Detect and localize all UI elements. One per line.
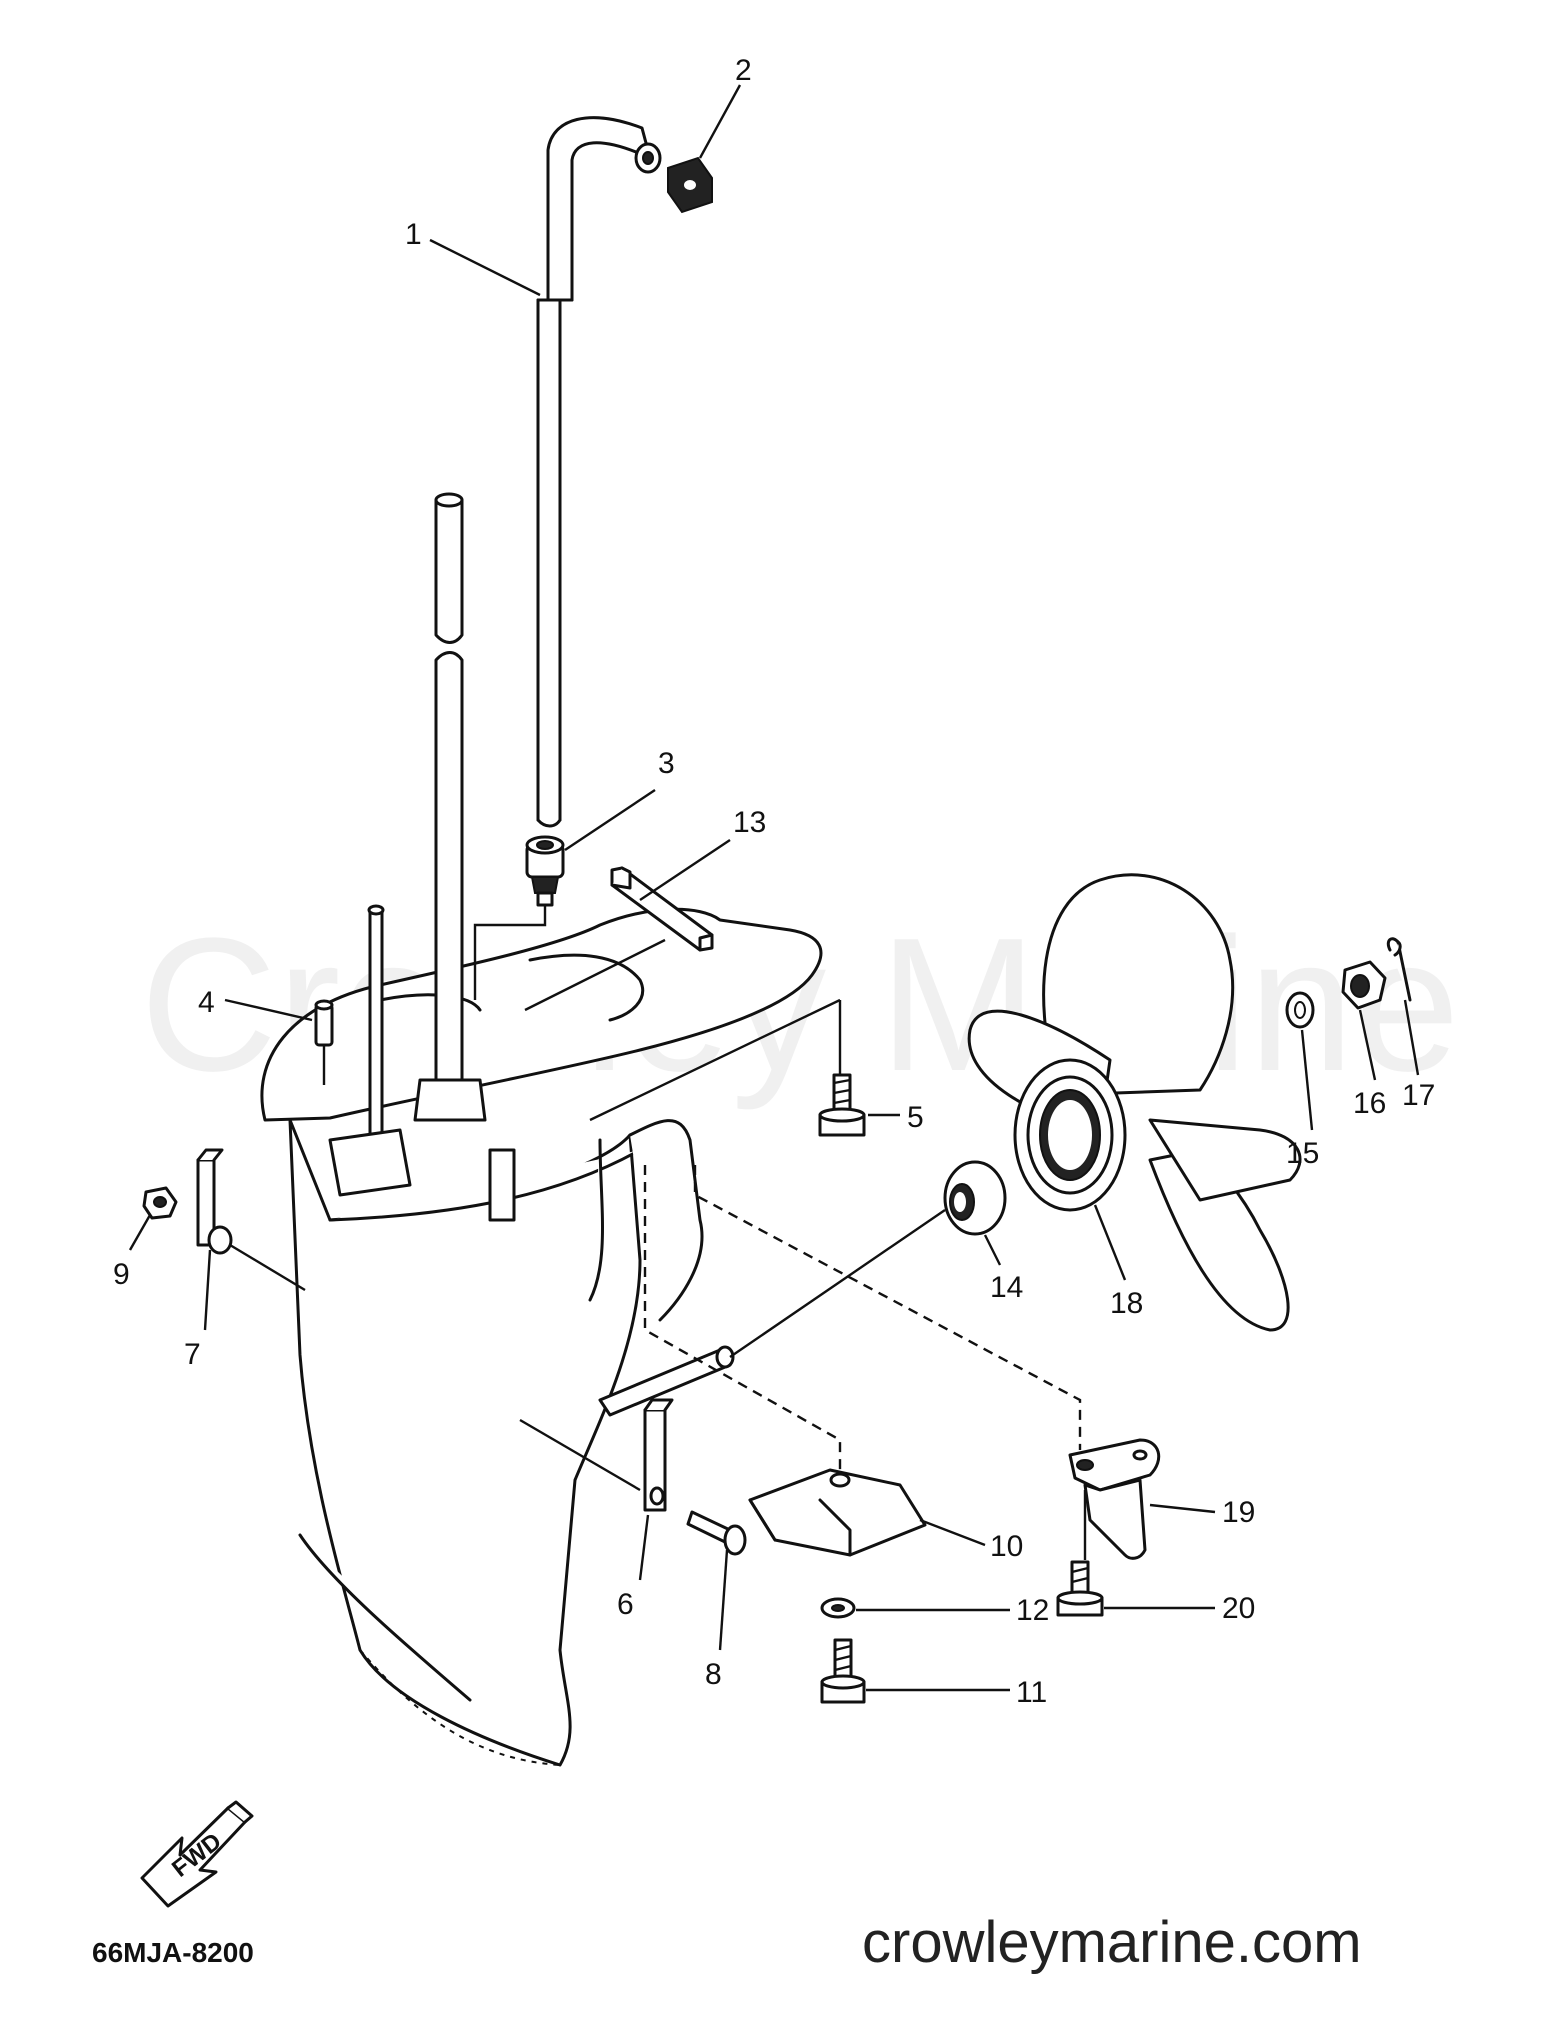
part-code: 66MJA-8200 xyxy=(92,1937,254,1968)
screw-8 xyxy=(686,1510,747,1556)
rubber-seal xyxy=(610,866,714,952)
propeller-shaft xyxy=(598,1345,735,1417)
dowel-pin xyxy=(314,999,334,1047)
callout-6: 6 xyxy=(617,1588,634,1621)
washer-15 xyxy=(1285,991,1315,1029)
propeller xyxy=(967,873,1302,1332)
drive-shaft xyxy=(413,492,487,1122)
washer-12 xyxy=(820,1597,856,1619)
leader-lines xyxy=(128,84,1420,1692)
plate xyxy=(643,1398,674,1512)
callout-12: 12 xyxy=(1016,1594,1049,1627)
callout-3: 3 xyxy=(658,747,675,780)
callout-2: 2 xyxy=(735,54,752,87)
callout-14: 14 xyxy=(990,1271,1023,1304)
lower-casing xyxy=(260,907,823,1767)
nut-9 xyxy=(142,1186,178,1220)
callout-20: 20 xyxy=(1222,1592,1255,1625)
callout-18: 18 xyxy=(1110,1287,1143,1320)
callout-1: 1 xyxy=(405,218,422,251)
callout-16: 16 xyxy=(1353,1087,1386,1120)
callout-17: 17 xyxy=(1402,1079,1435,1112)
anode xyxy=(1068,1438,1161,1560)
thrust-bushing xyxy=(943,1160,1007,1236)
bolt-20 xyxy=(1056,1560,1104,1617)
propeller-nut xyxy=(1341,960,1387,1010)
bolt-11 xyxy=(820,1638,866,1704)
water-tube xyxy=(536,116,662,828)
website-text: crowleymarine.com xyxy=(862,1910,1362,1975)
callout-11: 11 xyxy=(1016,1676,1047,1709)
callout-4: 4 xyxy=(198,986,215,1019)
callout-15: 15 xyxy=(1286,1137,1319,1170)
callout-7: 7 xyxy=(184,1338,201,1371)
cotter-pin xyxy=(1386,937,1412,1002)
trim-tab xyxy=(748,1468,927,1557)
fwd-arrow-icon: FWD xyxy=(140,1800,254,1908)
water-seal xyxy=(525,835,565,907)
callout-19: 19 xyxy=(1222,1496,1255,1529)
bolt-5 xyxy=(818,1073,866,1137)
cover-plate xyxy=(196,1148,233,1255)
callout-labels: 1 2 3 4 5 6 7 8 9 10 11 12 13 14 15 16 1… xyxy=(113,54,1435,1709)
callout-13: 13 xyxy=(733,806,766,839)
callout-10: 10 xyxy=(990,1530,1023,1563)
callout-5: 5 xyxy=(907,1101,924,1134)
grommet xyxy=(667,156,713,214)
alignment-lines xyxy=(229,905,1087,1560)
callout-9: 9 xyxy=(113,1258,130,1291)
callout-8: 8 xyxy=(705,1658,722,1691)
shift-rod xyxy=(328,904,412,1197)
